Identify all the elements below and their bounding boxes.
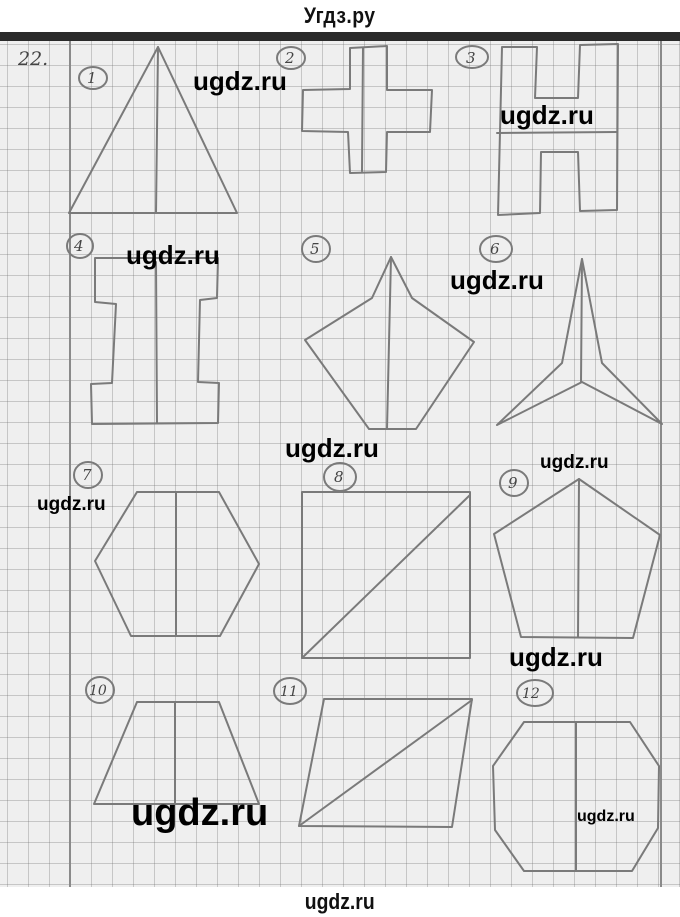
figure-5 (301, 235, 475, 430)
figure-12 (492, 679, 660, 872)
svg-text:11: 11 (280, 684, 298, 700)
svg-text:2: 2 (284, 49, 295, 67)
grid-paper (0, 41, 680, 887)
figure-9 (493, 469, 661, 639)
watermark: ugdz.ru (193, 66, 287, 96)
svg-text:10: 10 (89, 683, 107, 699)
figure-8 (301, 462, 471, 659)
watermark: ugdz.ru (577, 808, 635, 825)
watermark: ugdz.ru (37, 494, 106, 515)
exercise-number: 22. (17, 48, 48, 70)
figure-11 (273, 677, 473, 828)
footer-watermark: ugdz.ru (305, 889, 375, 914)
svg-text:8: 8 (334, 468, 344, 486)
svg-text:6: 6 (490, 240, 500, 258)
svg-text:1: 1 (87, 69, 97, 87)
page-top-edge (0, 32, 680, 41)
figure-1 (68, 46, 238, 214)
site-title: Угдз.ру (304, 3, 376, 28)
watermark: ugdz.ru (540, 452, 609, 473)
watermark: ugdz.ru (285, 433, 379, 463)
svg-text:12: 12 (522, 686, 540, 702)
figure-10 (85, 676, 260, 805)
drawings: 22. 1 2 3 4 5 6 7 8 9 10 11 12 (17, 43, 663, 872)
watermark: ugdz.ru (509, 642, 603, 672)
figure-6 (479, 235, 663, 426)
figure-2 (276, 45, 433, 174)
watermark: ugdz.ru (131, 792, 269, 834)
figure-7 (73, 461, 260, 637)
notebook-page-photo: 22. 1 2 3 4 5 6 7 8 9 10 11 12 ugdz.ru u… (0, 32, 680, 887)
watermark: ugdz.ru (450, 265, 544, 295)
svg-text:9: 9 (508, 474, 518, 492)
figure-4 (66, 233, 220, 425)
svg-text:7: 7 (82, 466, 92, 484)
watermark: ugdz.ru (126, 240, 220, 270)
figure-3 (455, 43, 619, 216)
svg-text:5: 5 (310, 240, 320, 258)
margin-line-right (660, 41, 662, 887)
site-header: Угдз.ру (0, 0, 680, 32)
watermark: ugdz.ru (500, 100, 594, 130)
svg-text:3: 3 (466, 49, 476, 67)
site-footer: ugdz.ru (0, 887, 680, 917)
margin-line-left (69, 41, 71, 887)
svg-text:4: 4 (73, 237, 84, 255)
